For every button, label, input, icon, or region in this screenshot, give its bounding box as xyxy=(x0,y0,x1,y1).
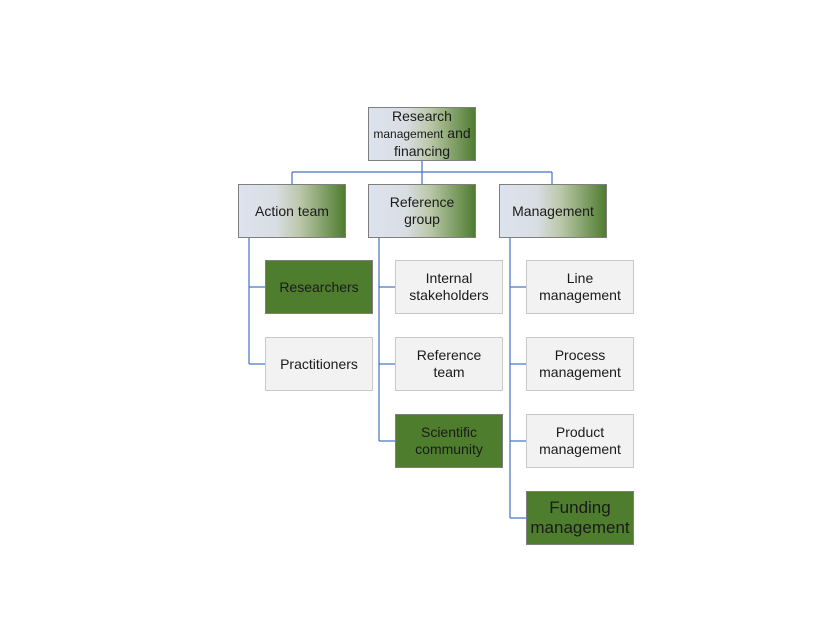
root-line-2a: management xyxy=(373,127,444,141)
root-line-2: management and xyxy=(373,125,470,143)
internal-stakeholders-node: Internal stakeholders xyxy=(395,260,503,314)
scientific-community-label: Scientific community xyxy=(415,424,483,457)
process-management-node: Process management xyxy=(526,337,634,391)
reference-group-node: Reference group xyxy=(368,184,476,238)
internal-stakeholders-label: Internal stakeholders xyxy=(409,270,489,303)
management-node: Management xyxy=(499,184,607,238)
scientific-community-node: Scientific community xyxy=(395,414,503,468)
root-line-2b: and xyxy=(447,125,471,141)
product-management-label: Product management xyxy=(539,424,621,457)
root-line-1: Research xyxy=(392,108,452,124)
root-line-3: financing xyxy=(393,143,451,159)
reference-group-label: Reference group xyxy=(389,194,455,227)
reference-team-label: Reference team xyxy=(416,347,482,380)
root-node: Research management and financing xyxy=(368,107,476,161)
line-management-label: Line management xyxy=(539,270,621,303)
product-management-node: Product management xyxy=(526,414,634,468)
management-label: Management xyxy=(512,202,594,219)
action-team-label: Action team xyxy=(255,202,329,219)
process-management-label: Process management xyxy=(539,347,621,380)
practitioners-node: Practitioners xyxy=(265,337,373,391)
funding-management-node: Funding management xyxy=(526,491,634,545)
researchers-node: Researchers xyxy=(265,260,373,314)
funding-management-label: Funding management xyxy=(530,498,630,537)
action-team-node: Action team xyxy=(238,184,346,238)
line-management-node: Line management xyxy=(526,260,634,314)
reference-team-node: Reference team xyxy=(395,337,503,391)
practitioners-label: Practitioners xyxy=(280,355,358,372)
researchers-label: Researchers xyxy=(279,278,359,295)
